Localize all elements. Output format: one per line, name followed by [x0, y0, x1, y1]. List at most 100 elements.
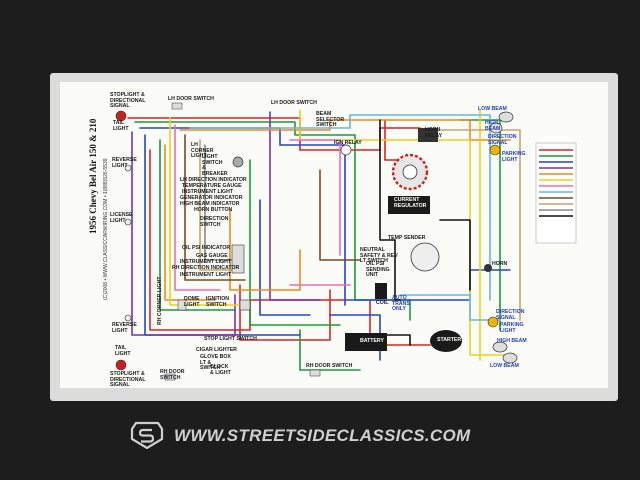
reverse-lamp-top	[124, 164, 132, 172]
wire-tan-1	[199, 139, 241, 271]
label-rh-door-switch-2: RH DOOR SWITCH	[306, 363, 353, 369]
label-battery: BATTERY	[360, 338, 384, 344]
website-text: WWW.STREETSIDECLASSICS.COM	[174, 426, 471, 445]
current-regulator-box	[388, 196, 430, 214]
wire-green-2	[159, 139, 236, 311]
wire-purple-2	[269, 111, 321, 301]
neutral-safety-switch	[410, 242, 440, 272]
license-lamp	[124, 218, 132, 226]
label-temperature-gauge: TEMPERATURE GAUGE	[182, 183, 242, 189]
dome-light-box	[177, 299, 187, 311]
label-ignition-switch: IGNITION SWITCH	[206, 296, 230, 308]
label-direction-signal-top: DIRECTION SIGNAL	[488, 134, 517, 146]
wire-pink-1	[174, 124, 221, 291]
label-reverse-light-bottom: REVERSE LIGHT	[112, 322, 137, 334]
wire-yellow-1	[169, 117, 241, 306]
label-oil-psi-sending: OIL PSI SENDING UNIT	[366, 261, 390, 279]
label-gas-gauge: GAS GAUGE	[196, 253, 228, 259]
label-reverse-light-top: REVERSE LIGHT	[112, 157, 137, 169]
label-starter: STARTER	[437, 337, 462, 343]
label-rh-direction-indicator: RH DIRECTION INDICATOR	[172, 265, 240, 271]
label-lh-door-switch: LH DOOR SWITCH	[168, 96, 214, 102]
wire-orange-2	[164, 144, 216, 301]
label-stoplight-directional-bottom: STOPLIGHT & DIRECTIONAL SIGNAL	[110, 371, 146, 389]
parking-light-bottom-lamp	[487, 316, 499, 328]
label-instrument-light-3: INSTRUMENT LIGHT	[180, 272, 232, 278]
wire-green-3	[249, 159, 341, 326]
label-current-regulator: CURRENT REGULATOR	[394, 197, 427, 209]
label-tail-light-bottom: TAIL LIGHT	[115, 345, 131, 357]
label-instrument-light-1: INSTRUMENT LIGHT	[182, 189, 234, 195]
gauge-cluster	[231, 244, 245, 274]
label-clock-light: CLOCK & LIGHT	[210, 364, 231, 376]
label-rh-corner-light: RH CORNER LIGHT	[157, 276, 163, 325]
label-parking-light-top: PARKING LIGHT	[502, 151, 526, 163]
label-cigar-lighter: CIGAR LIGHTER	[196, 347, 237, 353]
label-instrument-light-2: INSTRUMENT LIGHT	[180, 259, 232, 265]
wire-gray-1	[204, 144, 236, 261]
label-high-beam-indicator: HIGH BEAM INDICATOR	[180, 201, 240, 207]
wire-yellow-2	[299, 109, 506, 356]
high-beam-top-lamp	[489, 122, 503, 134]
label-light-switch: LIGHT SWITCH & BREAKER	[202, 154, 228, 177]
label-tail-light-top: TAIL LIGHT	[113, 120, 129, 132]
label-lh-door-switch-2: LH DOOR SWITCH	[271, 100, 317, 106]
label-stoplight-directional-top: STOPLIGHT & DIRECTIONAL SIGNAL	[110, 92, 146, 110]
starter-motor	[430, 330, 462, 352]
wire-red-3	[239, 284, 331, 341]
label-direction-signal-bottom: DIRECTION SIGNAL	[496, 309, 525, 321]
horn-relay-box	[418, 128, 438, 142]
label-generator-indicator: GENERATOR INDICATOR	[180, 195, 243, 201]
label-horn-relay: HORN RELAY	[425, 127, 443, 139]
label-dome-light: DOME LIGHT	[184, 296, 200, 308]
wire-tan-2	[439, 129, 521, 321]
label-license-light: LICENSE LIGHT	[110, 212, 133, 224]
label-glove-box-light: GLOVE BOX LT & SWITCH	[200, 354, 231, 372]
high-beam-bottom-lamp	[492, 341, 508, 353]
label-parking-light-bottom: PARKING LIGHT	[500, 322, 524, 334]
lh-door-switch-box	[171, 102, 183, 110]
label-rh-door-switch: RH DOOR SWITCH	[160, 369, 185, 381]
light-switch-knob	[232, 156, 244, 168]
label-auto-trans-only: AUTO TRANS ONLY	[392, 295, 410, 313]
low-beam-bottom-lamp	[502, 352, 518, 364]
label-low-beam-bottom: LOW BEAM	[490, 363, 519, 369]
label-low-beam-top: LOW BEAM	[478, 106, 507, 112]
wire-lightblue-2	[399, 294, 501, 321]
label-ign-relay: IGN RELAY	[334, 140, 362, 146]
stoplight-top	[115, 110, 127, 122]
coil-box	[375, 283, 387, 299]
wire-brown-2	[319, 169, 361, 261]
wire-purple-1	[131, 131, 236, 336]
stoplight-bottom	[115, 359, 127, 371]
label-lh-direction-indicator: LH DIRECTION INDICATOR	[180, 177, 247, 183]
streetside-logo-icon	[130, 421, 164, 450]
wire-pink-2	[289, 139, 341, 256]
rh-door-switch-box-2	[309, 369, 321, 377]
components	[115, 102, 518, 381]
label-temp-sender: TEMP SENDER	[388, 235, 426, 241]
wire-black-3	[439, 219, 471, 291]
rh-door-switch-box	[164, 373, 176, 381]
wire-brown-1	[184, 134, 246, 281]
wire-green-5	[299, 329, 361, 371]
label-stop-light-switch: STOP LIGHT SWITCH	[204, 336, 257, 342]
legend-stripes	[533, 142, 577, 242]
wiring-diagram-poster	[60, 82, 608, 388]
parking-light-top-lamp	[489, 144, 501, 156]
wire-orange-1	[179, 119, 511, 141]
horn-unit	[484, 264, 492, 272]
wire-blue-3	[259, 199, 311, 316]
label-coil: COIL	[376, 300, 389, 306]
label-direction-switch: DIRECTION SWITCH	[200, 216, 229, 228]
label-horn: HORN	[492, 261, 508, 267]
label-lh-corner-light: LH CORNER LIGHT	[191, 142, 214, 160]
wire-color-legend	[535, 142, 577, 244]
diagram-title: 1956 Chevy Bel Air 150 & 210	[88, 118, 98, 234]
label-high-beam-top: HIGH BEAM	[485, 120, 501, 132]
label-neutral-safety: NEUTRAL SAFETY & REV LT SWITCH	[360, 247, 398, 265]
battery-box	[345, 333, 387, 351]
wire-orange-3	[229, 209, 301, 291]
